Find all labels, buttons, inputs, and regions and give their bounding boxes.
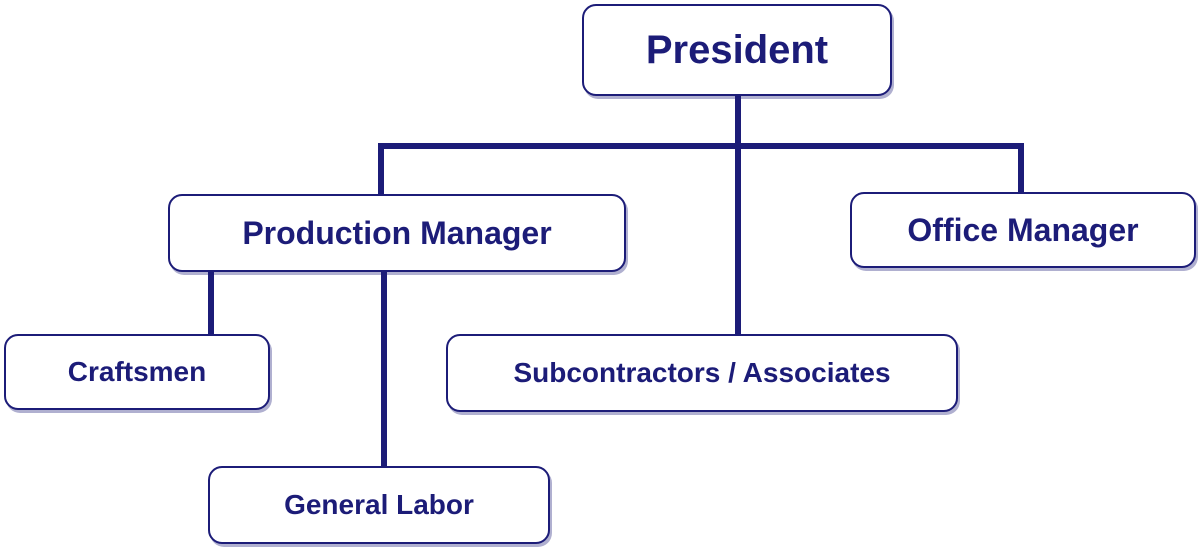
president-box: President bbox=[582, 4, 892, 96]
president-label: President bbox=[645, 27, 829, 72]
subcontractors-box: Subcontractors / Associates bbox=[446, 334, 958, 412]
production-manager-label: Production Manager bbox=[242, 214, 552, 251]
subcontractors-label: Subcontractors / Associates bbox=[513, 357, 891, 388]
general-labor-box: General Labor bbox=[208, 466, 550, 544]
office-manager-box: Office Manager bbox=[850, 192, 1196, 268]
general-labor-label: General Labor bbox=[284, 489, 474, 520]
craftsmen-box: Craftsmen bbox=[4, 334, 270, 410]
office-manager-label: Office Manager bbox=[907, 211, 1139, 248]
craftsmen-label: Craftsmen bbox=[67, 356, 207, 387]
production-manager-box: Production Manager bbox=[168, 194, 626, 272]
